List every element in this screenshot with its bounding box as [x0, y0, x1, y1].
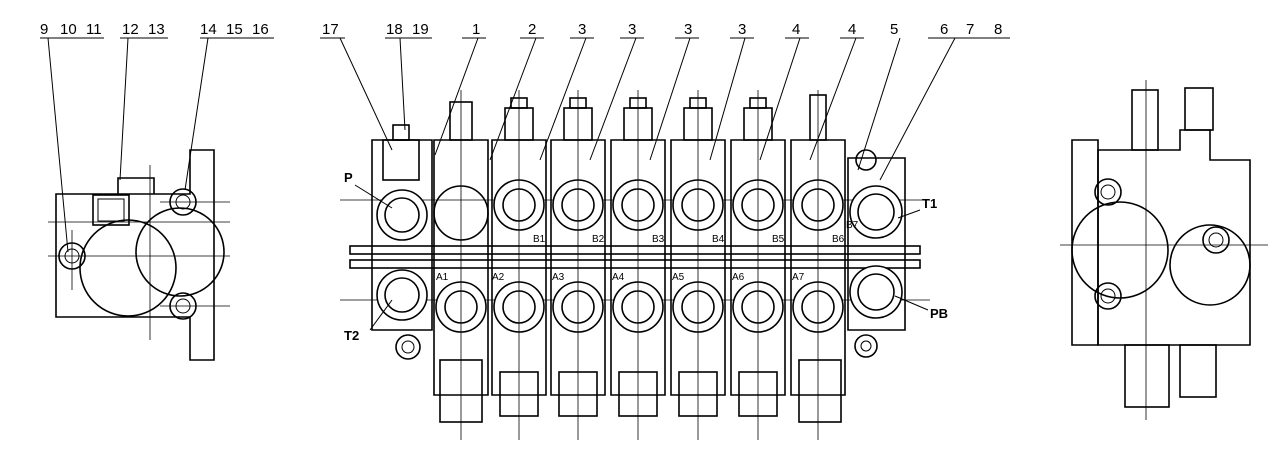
callout-18: 18 — [386, 21, 403, 38]
port-b6: B6 — [832, 234, 845, 245]
port-a6: A6 — [732, 272, 745, 283]
port-b1: B1 — [533, 234, 546, 245]
callout-16: 16 — [252, 21, 269, 38]
callout-11: 11 — [86, 21, 102, 38]
right-side-view — [1060, 80, 1268, 420]
callout-2: 2 — [528, 21, 536, 38]
callout-10: 10 — [60, 21, 77, 38]
callout-labels: 9 10 11 12 13 14 15 16 17 18 19 1 2 3 3 … — [40, 21, 1002, 38]
port-a3: A3 — [552, 272, 565, 283]
callout-12: 12 — [122, 21, 139, 38]
front-view — [340, 90, 930, 440]
callout-17: 17 — [322, 21, 339, 38]
port-b3: B3 — [652, 234, 665, 245]
port-b4: B4 — [712, 234, 725, 245]
port-a7: A7 — [792, 272, 805, 283]
port-p: P — [344, 170, 353, 185]
port-t2: T2 — [344, 328, 359, 343]
callout-3b: 3 — [628, 21, 636, 38]
port-a4: A4 — [612, 272, 625, 283]
callout-3d: 3 — [738, 21, 746, 38]
callout-4b: 4 — [848, 21, 856, 38]
callout-4a: 4 — [792, 21, 800, 38]
port-b7: B7 — [846, 220, 859, 231]
callout-6: 6 — [940, 21, 948, 38]
port-a5: A5 — [672, 272, 685, 283]
callout-3a: 3 — [578, 21, 586, 38]
port-a1: A1 — [436, 272, 449, 283]
callout-14: 14 — [200, 21, 217, 38]
callout-9: 9 — [40, 21, 48, 38]
callout-3c: 3 — [684, 21, 692, 38]
callout-5: 5 — [890, 21, 898, 38]
callout-19: 19 — [412, 21, 429, 38]
port-labels: P T1 T2 PB B1 B2 B3 B4 B5 B6 B7 A1 A2 A3… — [344, 170, 948, 343]
left-side-view — [48, 149, 230, 361]
port-t1: T1 — [922, 196, 937, 211]
callout-7: 7 — [966, 21, 974, 38]
port-b5: B5 — [772, 234, 785, 245]
callout-1: 1 — [472, 21, 480, 38]
port-pb: PB — [930, 306, 948, 321]
callout-15: 15 — [226, 21, 243, 38]
leader-lines — [40, 37, 1010, 331]
port-b2: B2 — [592, 234, 605, 245]
callout-13: 13 — [148, 21, 165, 38]
port-a2: A2 — [492, 272, 505, 283]
callout-8: 8 — [994, 21, 1002, 38]
